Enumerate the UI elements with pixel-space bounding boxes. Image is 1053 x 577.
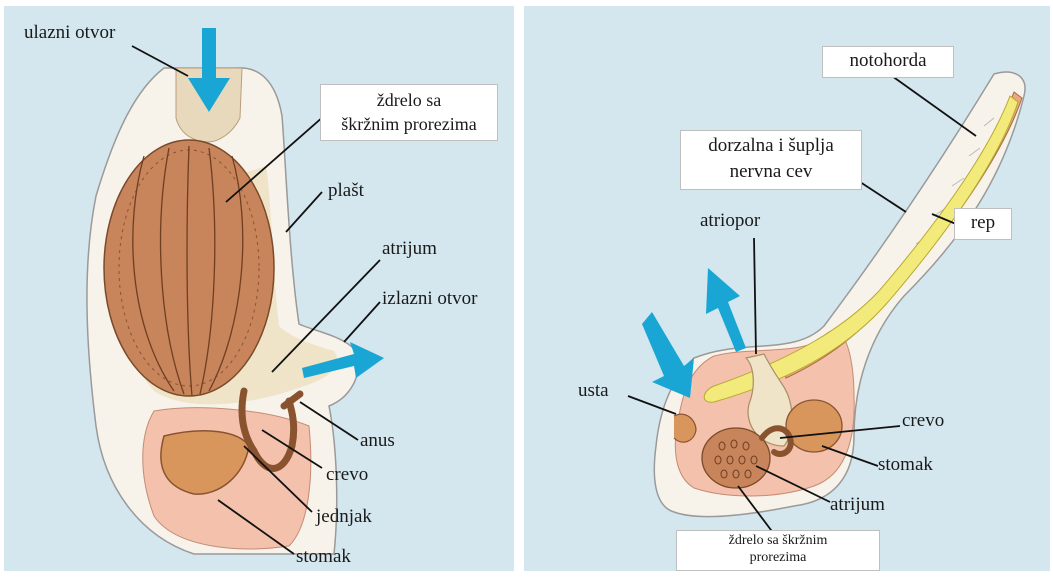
label-intestine-larva: crevo (902, 410, 944, 431)
adult-tunicate-panel: ulazni otvor ždrelo sa škržnim prorezima… (4, 6, 514, 571)
label-box-nerve-cord: dorzalna i šuplja nervna cev (680, 130, 862, 190)
label-tunic: plašt (328, 180, 364, 201)
label-pharynx-larva-line2: prorezima (677, 549, 879, 566)
label-nerve-line1: dorzalna i šuplja (681, 133, 861, 159)
label-tail: rep (971, 212, 995, 233)
label-box-tail: rep (954, 208, 1012, 240)
larva-panel: notohorda dorzalna i šuplja nervna cev r… (524, 6, 1050, 571)
label-atrium: atrijum (382, 238, 437, 259)
label-anus: anus (360, 430, 395, 451)
larva-stomach (786, 400, 842, 452)
label-mouth: usta (578, 380, 609, 401)
label-pharynx-line1: ždrelo sa (321, 88, 497, 112)
inflow-arrow-larva (642, 312, 694, 398)
label-box-notochord: notohorda (822, 46, 954, 78)
label-intestine: crevo (326, 464, 368, 485)
larva-illustration (524, 6, 1050, 571)
label-notochord: notohorda (849, 50, 926, 71)
label-pharynx-line2: škržnim prorezima (321, 112, 497, 136)
label-stomach: stomak (296, 546, 351, 567)
label-esophagus: jednjak (316, 506, 372, 527)
label-stomach-larva: stomak (878, 454, 933, 475)
label-atrium-larva: atrijum (830, 494, 885, 515)
label-inlet: ulazni otvor (24, 22, 115, 43)
label-nerve-line2: nervna cev (681, 159, 861, 185)
label-atriopore: atriopor (700, 210, 760, 231)
label-outlet: izlazni otvor (382, 288, 478, 309)
label-box-pharynx: ždrelo sa škržnim prorezima (320, 84, 498, 141)
outflow-arrow-larva (706, 268, 746, 352)
label-box-pharynx-larva: ždrelo sa škržnim prorezima (676, 530, 880, 571)
label-pharynx-larva-line1: ždrelo sa škržnim (677, 532, 879, 549)
